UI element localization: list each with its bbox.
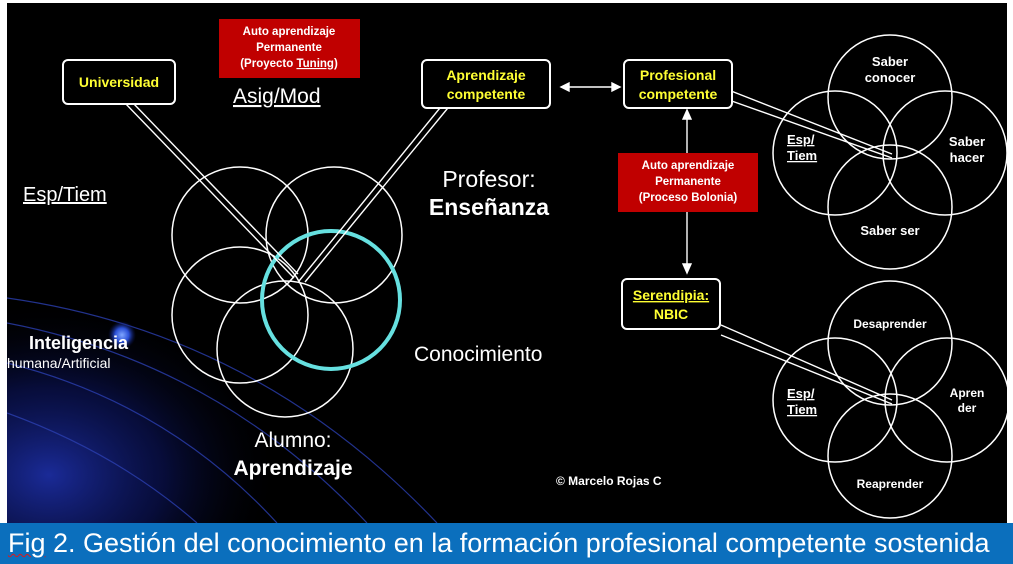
left-venn-circle-bottom [216,280,354,418]
box-aprendizaje-competente-line2: competente [447,86,526,102]
box-serendipia-line2: NBIC [654,306,688,322]
box-profesional-competente: Profesional competente [623,59,733,109]
label-aprendizaje: Aprendizaje [233,457,352,480]
knowledge-highlight-circle [260,229,402,371]
venn-saber-ser: Saber ser [860,223,919,238]
label-ensenanza: Enseñanza [429,194,549,220]
diagram-canvas: Universidad Aprendizaje competente Profe… [7,3,1007,523]
venn-saber [772,34,1007,270]
left-venn [171,166,403,418]
venn-saber-hacer-line2: hacer [950,150,985,165]
caption-body: 2. Gestión del conocimiento en la formac… [45,528,990,558]
venn-saber-hacer-line1: Saber [949,134,985,149]
venn-saber-conocer-line2: conocer [865,70,916,85]
venn-aprender-circle-desaprender [827,280,953,406]
background-arcs [7,297,438,523]
venn-saber-esp-line2: Tiem [787,148,817,163]
caption-text: Fig 2. Gestión del conocimiento en la fo… [8,528,990,559]
box-aprendizaje-competente-line1: Aprendizaje [446,67,526,83]
red-box-tuning-line3: (Proyecto Tuning) [240,58,338,70]
box-universidad-label: Universidad [79,74,159,90]
venn-aprender-line1: Apren [950,386,985,400]
venn-reaprender: Reaprender [857,477,924,491]
venn-aprender-circle-tiem [772,337,898,463]
red-box-tuning-line2: Permanente [256,42,322,54]
venn-aprender-esp-line2: Tiem [787,402,817,417]
connector-lines [124,88,893,405]
venn-aprender-circle-aprender [884,337,1007,463]
venn-saber-conocer-line1: Saber [872,54,908,69]
arrow-horizontal [559,81,622,93]
venn-saber-esp-line1: Esp/ [787,132,815,147]
label-conocimiento: Conocimiento [414,343,542,366]
venn-aprender-line2: der [958,401,977,415]
label-alumno: Alumno: [254,429,331,452]
box-profesional-competente-line2: competente [639,86,718,102]
caption-bar: Fig 2. Gestión del conocimiento en la fo… [0,523,1013,564]
box-serendipia: Serendipia: NBIC [621,278,721,330]
label-inteligencia: Inteligencia [29,333,129,353]
venn-aprender-esp-line1: Esp/ [787,386,815,401]
red-box-bolonia: Auto aprendizaje Permanente (Proceso Bol… [618,153,758,212]
red-box-bolonia-line1: Auto aprendizaje [642,160,735,172]
left-venn-circle-top-right [265,166,403,304]
venn-desaprender: Desaprender [853,317,927,331]
red-box-bolonia-line3: (Proceso Bolonia) [639,192,738,204]
box-universidad: Universidad [62,59,176,105]
background-orb [108,321,136,349]
box-aprendizaje-competente: Aprendizaje competente [421,59,551,109]
venn-saber-circle-hacer [882,90,1007,216]
label-copyright: © Marcelo Rojas C [556,474,662,488]
red-box-tuning-line1: Auto aprendizaje [243,26,336,38]
venn-saber-circle-ser [827,144,953,270]
red-box-bolonia-line2: Permanente [655,176,721,188]
label-profesor: Profesor: [442,166,535,192]
label-humana-artificial: humana/Artificial [7,355,111,371]
venn-aprender [772,280,1007,519]
venn-aprender-circle-reaprender [827,393,953,519]
caption-fig: Fig [8,528,46,558]
venn-saber-circle-tiem [772,90,898,216]
box-serendipia-line1: Serendipia: [633,287,709,303]
label-esp-tiem: Esp/Tiem [23,184,107,206]
label-asig-mod: Asig/Mod [233,85,321,108]
left-venn-circle-bottom-left [171,246,309,384]
box-profesional-competente-line1: Profesional [640,67,716,83]
venn-saber-circle-conocer [827,34,953,160]
red-box-tuning: Auto aprendizaje Permanente (Proyecto Tu… [219,19,360,78]
